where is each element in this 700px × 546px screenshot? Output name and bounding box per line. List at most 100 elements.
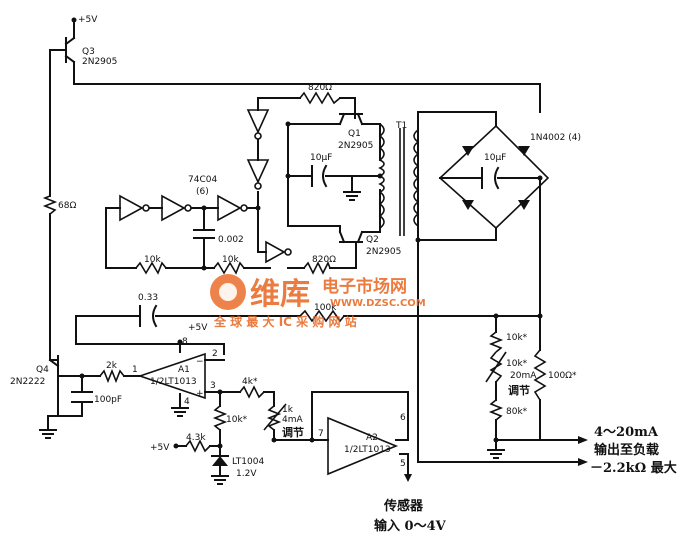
transistor-q1	[338, 112, 364, 126]
watermark-tagline: 全 球 最 大 IC 采 购 网 站	[213, 314, 357, 329]
label-a1-pin4: 4	[184, 397, 190, 407]
label-r4k: 4k*	[242, 377, 258, 387]
label-r10k-top: 10k*	[506, 333, 528, 343]
label-q1-part: 2N2905	[338, 141, 373, 151]
label-plus5v-ref: +5V	[150, 443, 170, 453]
label-a1-pin3: 3	[210, 381, 216, 391]
label-r68: 68Ω	[58, 201, 76, 211]
resistor-4k	[239, 385, 265, 399]
opamp-a1	[137, 352, 206, 400]
resistor-100-ohm	[533, 349, 547, 401]
svg-text:−: −	[196, 357, 204, 367]
capacitor-0002	[193, 229, 215, 239]
ground-a1	[171, 407, 189, 417]
label-r820a: 820Ω	[308, 83, 332, 93]
ground-q4	[39, 429, 57, 439]
output-arrow-bottom	[578, 458, 588, 466]
capacitor-10uf-primary	[311, 164, 328, 188]
label-q2-part: 2N2905	[366, 247, 401, 257]
resistor-4-3k	[185, 439, 211, 453]
transistor-q4	[48, 355, 67, 393]
label-plus5v-a1: +5V	[188, 323, 208, 333]
label-a2-pin7: 7	[318, 429, 324, 439]
resistor-820-top	[299, 91, 341, 105]
label-c033: 0.33	[138, 293, 158, 303]
label-t1: T1	[395, 121, 407, 131]
label-r20ma: 20mA	[510, 371, 537, 381]
svg-text:+: +	[196, 389, 204, 399]
resistor-68	[42, 195, 58, 215]
bridge-rectifier	[438, 124, 550, 230]
label-pot-1k: 1k	[282, 405, 294, 415]
label-r10k-a: 10k	[144, 255, 161, 265]
output-arrow-top	[578, 436, 588, 444]
label-adjust-1: 调节	[282, 425, 304, 439]
capacitor-10uf-bridge	[481, 166, 500, 190]
label-c10uf-a: 10μF	[310, 153, 332, 163]
label-diodes: 1N4002 (4)	[530, 133, 581, 143]
label-r2k: 2k	[106, 361, 118, 371]
label-r43k: 4.3k	[186, 433, 206, 443]
ground-ref	[211, 475, 229, 485]
resistor-10k-star	[212, 405, 228, 431]
resistor-2k	[99, 368, 125, 384]
watermark-brand: 维库	[250, 277, 310, 312]
label-q2-ref: Q2	[366, 235, 379, 245]
label-pot-range: 4mA	[282, 415, 303, 425]
capacitor-100pf	[71, 391, 93, 403]
transformer-t1	[378, 123, 420, 236]
ground-symbol	[343, 191, 361, 201]
label-output-max: －2.2kΩ 最大	[590, 460, 677, 476]
label-q1-ref: Q1	[348, 129, 361, 139]
transistor-q2	[338, 225, 364, 244]
resistor-80k	[488, 399, 504, 421]
label-a2-part: 1/2LT1013	[344, 445, 391, 455]
resistor-10k-b	[213, 261, 245, 275]
label-c100pf: 100pF	[94, 395, 122, 405]
label-lt1004-v: 1.2V	[236, 469, 257, 479]
label-a1-pin1: 1	[132, 365, 138, 375]
transistor-q3	[64, 17, 77, 64]
opamp-a2	[327, 416, 399, 476]
label-a1-pin2: 2	[212, 349, 218, 359]
label-c0002: 0.002	[218, 235, 244, 245]
label-c10uf-b: 10μF	[484, 153, 506, 163]
label-a2-pin6: 6	[400, 413, 406, 423]
label-q4-ref: Q4	[36, 365, 49, 375]
label-q3-ref: Q3	[82, 47, 95, 57]
label-a1-part: 1/2LT1013	[150, 377, 197, 387]
label-lt1004: LT1004	[232, 457, 264, 467]
label-74c04: 74C04	[188, 175, 217, 185]
label-r100: 100Ω*	[548, 371, 577, 381]
label-r820b: 820Ω	[312, 255, 336, 265]
label-output-load: 输出至负载	[594, 442, 659, 458]
capacitor-033	[139, 304, 158, 328]
label-sensor-input: 输入 0～4V	[374, 518, 447, 534]
watermark-sub: 电子市场网	[322, 276, 407, 297]
reference-lt1004	[211, 455, 229, 466]
label-output-current: 4～20mA	[594, 425, 659, 440]
ground-load	[487, 449, 505, 459]
label-q4-part: 2N2222	[10, 377, 45, 387]
junction-dots	[79, 121, 543, 449]
label-plus5v-top: +5V	[78, 15, 98, 25]
resistor-820-bottom	[303, 261, 331, 275]
inverter-gates	[119, 109, 292, 264]
label-r10k-star: 10k*	[226, 415, 248, 425]
label-a1-pin8: 8	[182, 337, 188, 347]
label-r100k: 100k	[314, 303, 337, 313]
resistor-10k-a	[135, 261, 167, 275]
label-adjust-2: 调节	[508, 383, 530, 397]
sensor-arrow	[404, 474, 412, 482]
label-r10k-pot: 10k*	[506, 359, 528, 369]
label-q3-part: 2N2905	[82, 57, 117, 67]
resistor-10k-top	[488, 331, 504, 353]
label-sensor: 传感器	[383, 498, 424, 514]
label-74c04-count: (6)	[196, 187, 209, 197]
label-r10k-b: 10k	[222, 255, 239, 265]
label-a2-ref: A2	[366, 433, 378, 443]
watermark-url: WWW.DZSC.COM	[330, 298, 426, 309]
label-a2-pin5: 5	[400, 459, 406, 469]
